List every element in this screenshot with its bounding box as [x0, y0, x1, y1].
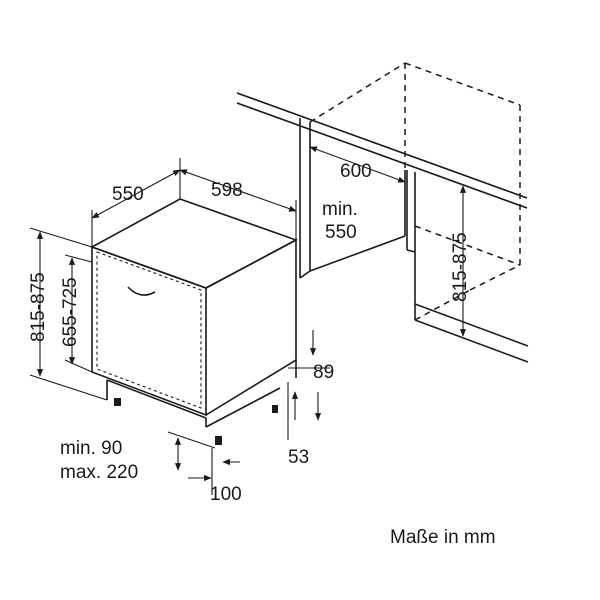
label-niche-depth-550: 550 [325, 222, 357, 243]
foot-rear-right [272, 405, 278, 413]
dishwasher-body [90, 198, 298, 445]
label-niche-width-600: 600 [340, 161, 372, 182]
foot-front-left [114, 398, 121, 406]
foot-front-right [215, 436, 222, 445]
label-foot-100: 100 [210, 484, 242, 505]
label-depth-550: 550 [112, 184, 144, 205]
label-door-height: 655-725 [60, 277, 81, 347]
door-handle-icon [127, 286, 156, 296]
label-plinth-89: 89 [313, 362, 334, 383]
dimension-labels: 550 598 600 min. 550 815-875 655-725 815… [28, 161, 496, 548]
installation-niche [236, 62, 529, 363]
label-niche-depth-min: min. [322, 199, 358, 220]
label-plinth-53: 53 [288, 447, 309, 468]
label-plinth-min: min. 90 [60, 438, 122, 459]
label-plinth-max: max. 220 [60, 462, 138, 483]
label-niche-height-right: 815-875 [450, 232, 471, 302]
label-width-598: 598 [211, 180, 243, 201]
dimension-lines [29, 146, 467, 495]
label-height-left: 815-875 [28, 272, 49, 342]
units-note: Maße in mm [390, 527, 496, 548]
